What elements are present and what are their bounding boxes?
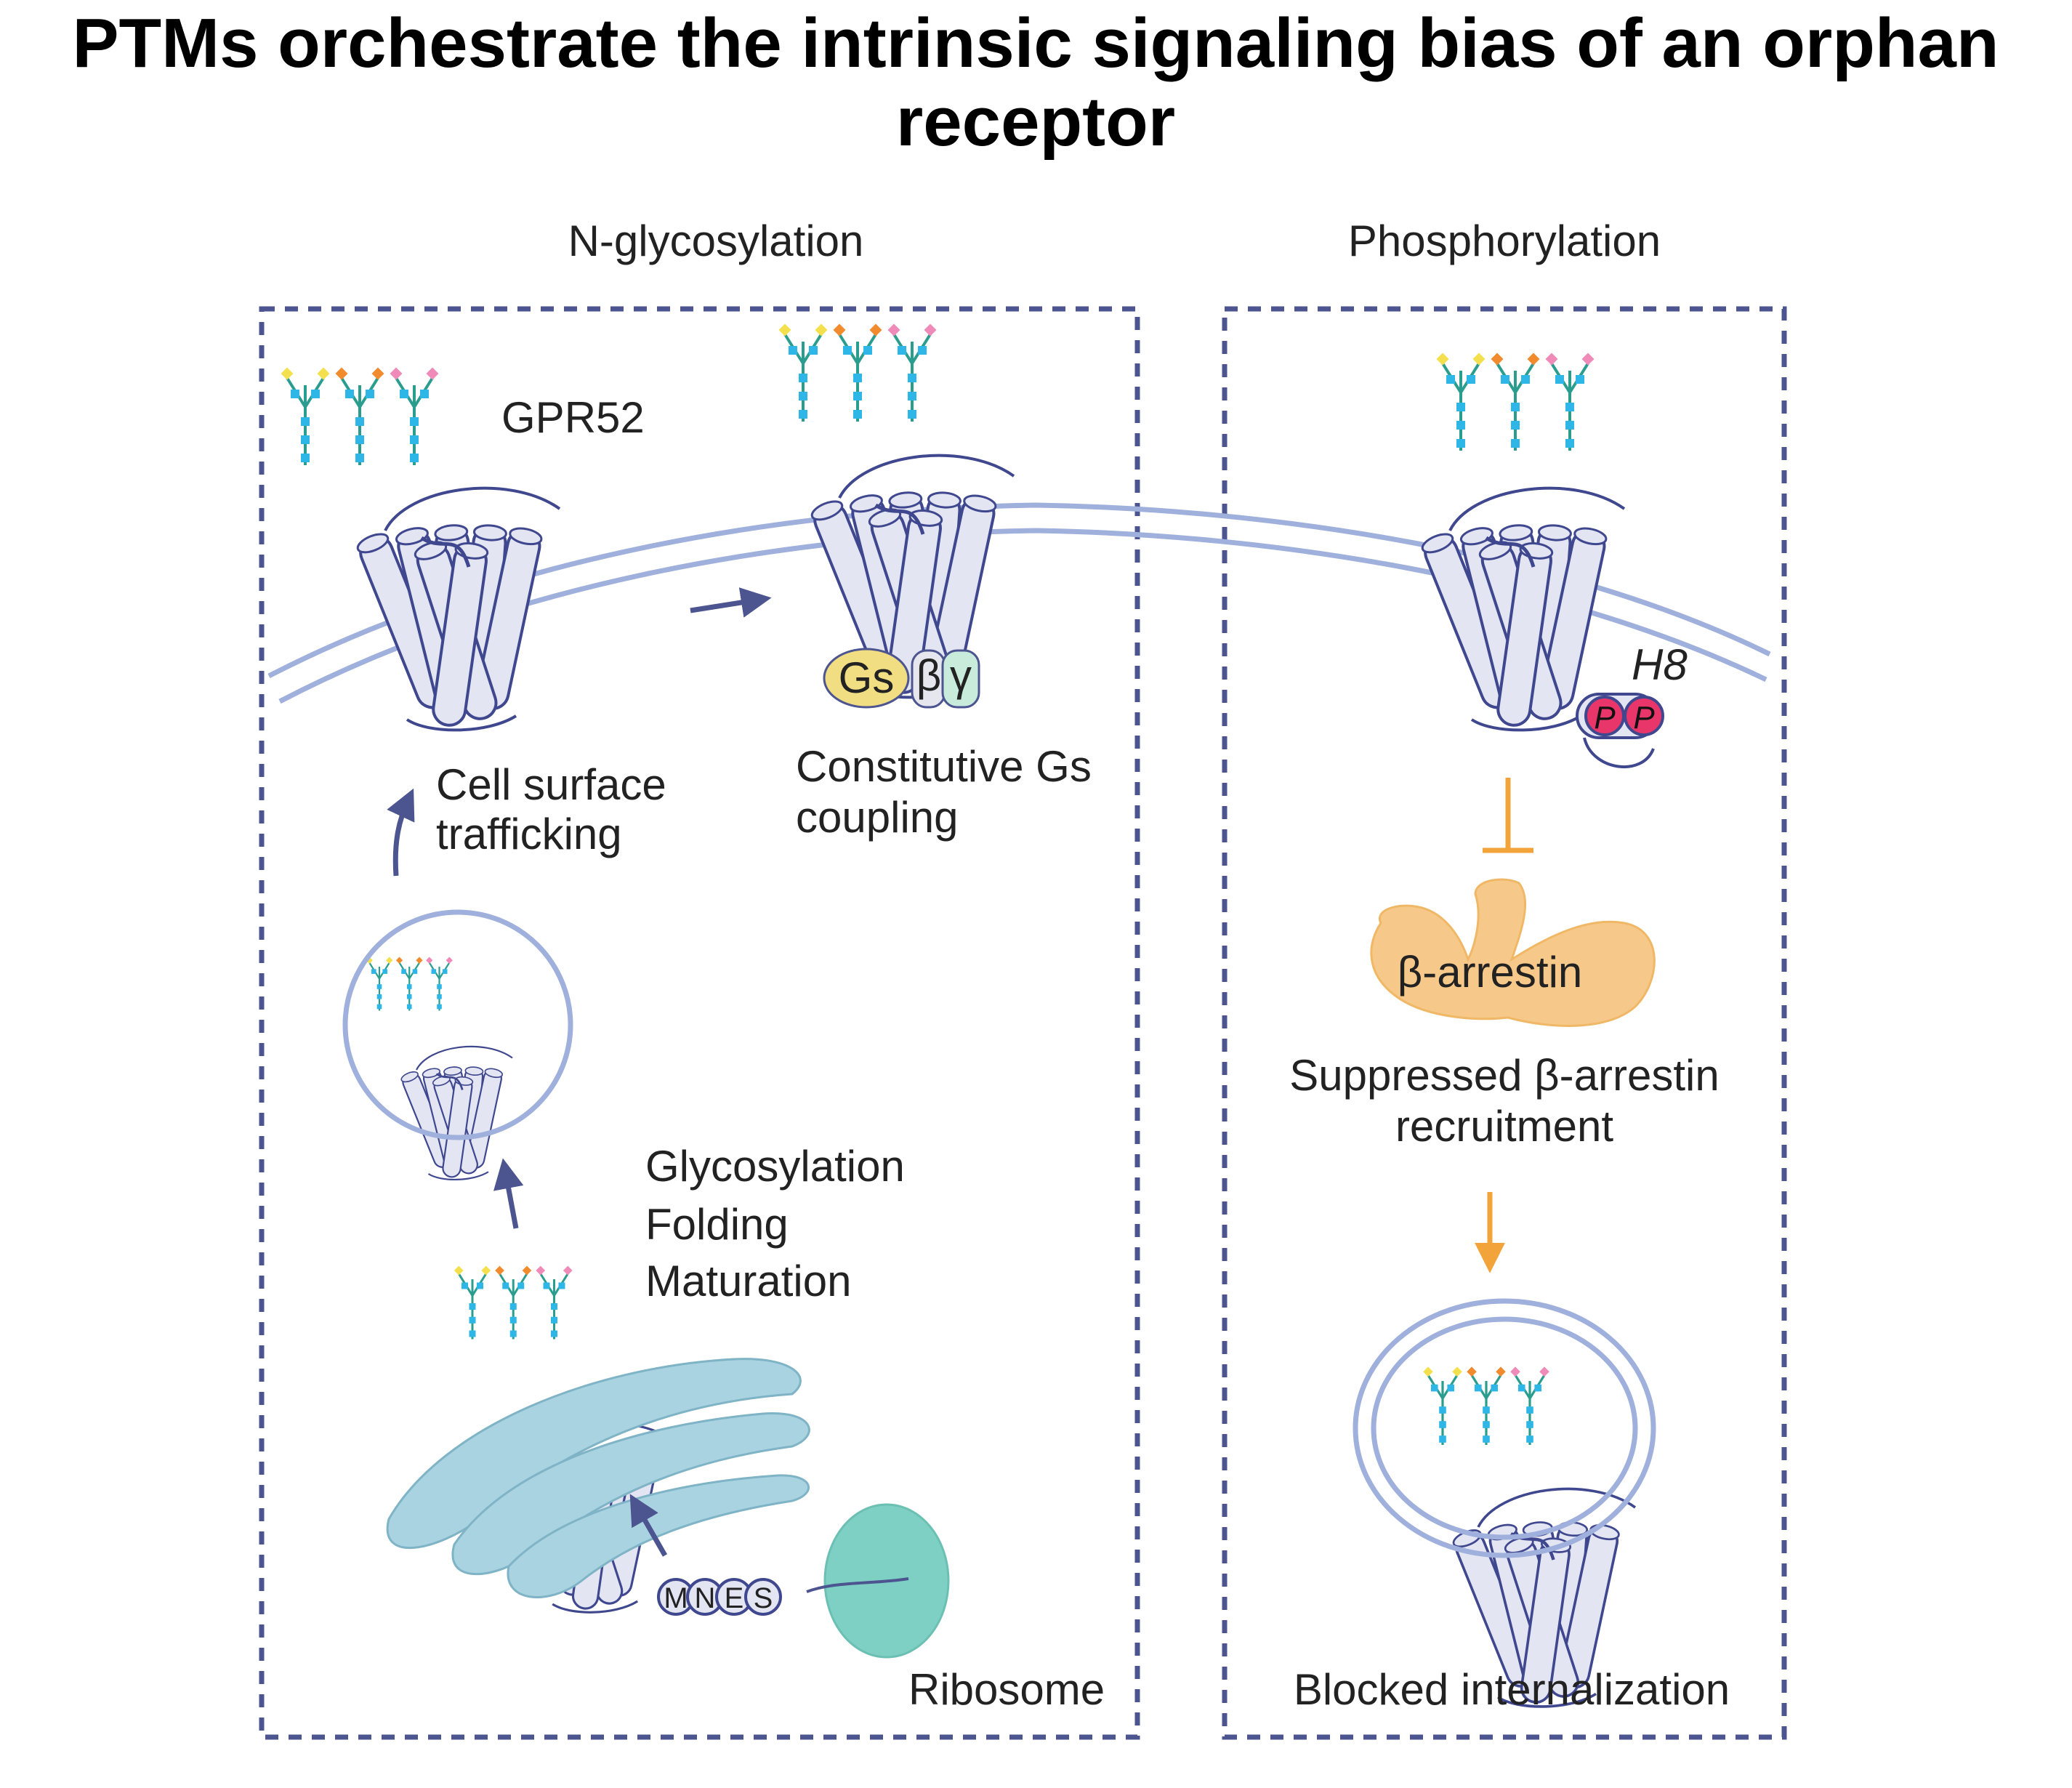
glycan-tree — [1423, 1366, 1462, 1446]
beta-arrestin — [1370, 878, 1656, 1027]
coupling-label-line1: Constitutive Gs — [796, 742, 1092, 791]
trafficking-label-line1: Cell surface — [436, 760, 666, 809]
gpr52-label: GPR52 — [501, 393, 645, 442]
intracellular-loop — [406, 714, 517, 732]
endoplasmic-reticulum — [386, 1358, 810, 1599]
coupling-arrow — [690, 587, 772, 618]
extracellular-loop — [384, 486, 561, 531]
glycan-tree — [1510, 1366, 1549, 1446]
gamma-subunit-label: γ — [950, 651, 972, 700]
glycan-tree — [395, 957, 423, 1011]
peptide-residue-letter: S — [754, 1582, 773, 1614]
right-panel-border — [1222, 306, 1787, 1740]
intracellular-loop — [552, 1600, 639, 1614]
glycan-tree — [453, 1265, 491, 1340]
er-step-folding: Folding — [645, 1200, 789, 1249]
glycan-tree — [281, 367, 330, 465]
extracellular-loop — [416, 1045, 513, 1071]
glycan-chains-gs — [778, 323, 937, 422]
beta-arrestin-label: β-arrestin — [1398, 948, 1583, 996]
glycan-tree — [833, 323, 882, 422]
suppressed-label-line2: recruitment — [1395, 1102, 1613, 1151]
transmembrane-helix — [1539, 527, 1608, 711]
glycan-tree — [887, 323, 937, 422]
intracellular-loop — [427, 1171, 489, 1181]
gpr52-receptor-gs-coupled — [810, 454, 1015, 699]
transmembrane-helix — [1559, 1523, 1620, 1689]
peptide-residue — [744, 1578, 782, 1616]
ligand-loop — [435, 1073, 464, 1090]
peptide-residue-letter: M — [664, 1582, 688, 1614]
extracellular-loop — [838, 454, 1015, 499]
ribosome-label: Ribosome — [908, 1665, 1105, 1714]
phospho-site-2 — [1624, 696, 1664, 736]
gs-subunit — [823, 648, 910, 709]
trafficking-label-line2: trafficking — [436, 810, 622, 858]
glycan-tree — [495, 1265, 532, 1340]
glycan-chains-er — [453, 1265, 573, 1340]
left-panel-heading: N-glycosylation — [568, 217, 864, 265]
gpr52-receptor-vesicle — [400, 1045, 513, 1181]
glycan-chains-vesicle — [366, 957, 453, 1011]
trafficking-arrow — [387, 788, 415, 877]
endosome — [1353, 1298, 1656, 1558]
ligand-loop — [420, 536, 471, 568]
glycan-tree — [1491, 353, 1540, 451]
helix8-label: H8 — [1632, 640, 1688, 689]
glycan-chains-surface — [281, 367, 439, 465]
glycan-tree — [335, 367, 384, 465]
glycan-tree — [390, 367, 439, 465]
ligand-loop — [874, 503, 925, 535]
extracellular-loop — [1448, 486, 1626, 531]
glycan-tree — [1467, 1366, 1506, 1446]
gamma-subunit — [941, 649, 980, 709]
intracellular-loop — [1497, 1692, 1597, 1708]
c-terminal-tail — [1583, 737, 1655, 768]
phosphorylation-sites: P P — [1576, 693, 1664, 768]
gpr52-receptor-internalized — [1452, 1487, 1637, 1708]
glycan-tree — [778, 323, 828, 422]
glycan-chains-phospho — [1436, 353, 1595, 451]
translocation-arrow — [629, 1494, 668, 1557]
er-step-glycosylation: Glycosylation — [645, 1142, 905, 1191]
phospho-site-2-label: P — [1633, 700, 1655, 736]
g-protein-complex: Gs β γ — [823, 648, 980, 709]
right-panel-heading: Phosphorylation — [1348, 217, 1661, 265]
peptide-residue-letter: E — [725, 1582, 744, 1614]
er-step-maturation: Maturation — [645, 1257, 851, 1305]
left-panel-border — [259, 306, 1140, 1740]
glycan-tree — [536, 1265, 573, 1340]
gpr52-receptor-surface — [356, 486, 561, 732]
gpr52-receptor-phosphorylated — [1421, 486, 1626, 732]
coupling-label-line2: coupling — [796, 793, 959, 842]
transport-vesicle — [342, 909, 573, 1140]
mrna-strand — [806, 1577, 909, 1593]
glycan-tree — [426, 957, 453, 1011]
phospho-site-1-label: P — [1594, 700, 1616, 736]
peptide-residue-letter: N — [695, 1582, 716, 1614]
glycan-tree — [1436, 353, 1486, 451]
figure-title-line2: receptor — [896, 83, 1175, 161]
intracellular-loop — [1470, 714, 1582, 732]
inhibition-symbol — [1483, 778, 1533, 853]
glycan-tree — [366, 957, 393, 1011]
extracellular-loop — [1477, 1487, 1637, 1528]
glycan-chains-internalized — [1423, 1366, 1549, 1446]
vesicle-arrow — [493, 1158, 524, 1229]
blocked-internalization-label: Blocked internalization — [1294, 1665, 1730, 1714]
figure-title-line1: PTMs orchestrate the intrinsic signaling… — [72, 4, 1999, 82]
transmembrane-helix — [432, 542, 489, 727]
ligand-loop — [1485, 536, 1536, 568]
beta-subunit-label: β — [916, 651, 942, 700]
glycan-tree — [1545, 353, 1595, 451]
gs-subunit-label: Gs — [839, 653, 895, 702]
suppressed-label-line1: Suppressed β-arrestin — [1289, 1051, 1719, 1100]
